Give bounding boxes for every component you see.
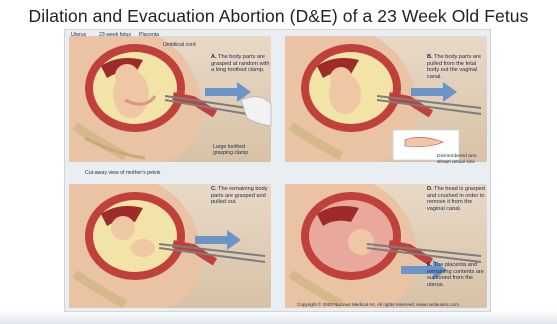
caption-b-text: The body parts are pulled from the fetal… bbox=[427, 54, 481, 80]
page-title: Dilation and Evacuation Abortion (D&E) o… bbox=[0, 6, 557, 27]
label-cutaway: Cut-away view of mother's pelvis bbox=[85, 170, 160, 176]
caption-e-text: The placenta and remaining contents are … bbox=[427, 262, 484, 288]
caption-e-letter: E. bbox=[427, 262, 432, 268]
caption-b: B. The body parts are pulled from the fe… bbox=[427, 54, 487, 80]
copyright-notice: Copyright © 2003 Nucleus Medical Art, Al… bbox=[297, 302, 459, 307]
caption-e: E. The placenta and remaining contents a… bbox=[427, 262, 487, 288]
label-fetus: 23 week fetus bbox=[99, 32, 131, 38]
caption-a: A. The body parts are grasped at random … bbox=[211, 54, 273, 74]
caption-c: C. The remaining body parts are grasped … bbox=[211, 186, 273, 206]
caption-c-text: The remaining body parts are grasped and… bbox=[211, 186, 268, 205]
illustration-sheet: Uterus 23 week fetus Placenta Umbilical … bbox=[64, 29, 491, 312]
label-placenta: Placenta bbox=[139, 32, 159, 38]
caption-d-letter: D. bbox=[427, 186, 433, 192]
caption-b-letter: B. bbox=[427, 54, 433, 60]
label-clamp: Large toothed grasping clamp bbox=[213, 144, 265, 156]
caption-c-letter: C. bbox=[211, 186, 217, 192]
inset-caption: Dismembered arm shown actual size bbox=[437, 154, 485, 165]
caption-a-text: The body parts are grasped at random wit… bbox=[211, 54, 269, 73]
bottom-fade bbox=[0, 310, 557, 324]
caption-a-letter: A. bbox=[211, 54, 217, 60]
caption-d: D. The head is grasped and crushed in or… bbox=[427, 186, 487, 212]
caption-d-text: The head is grasped and crushed in order… bbox=[427, 186, 485, 212]
label-umbilical-cord: Umbilical cord bbox=[163, 42, 196, 48]
label-uterus: Uterus bbox=[71, 32, 86, 38]
